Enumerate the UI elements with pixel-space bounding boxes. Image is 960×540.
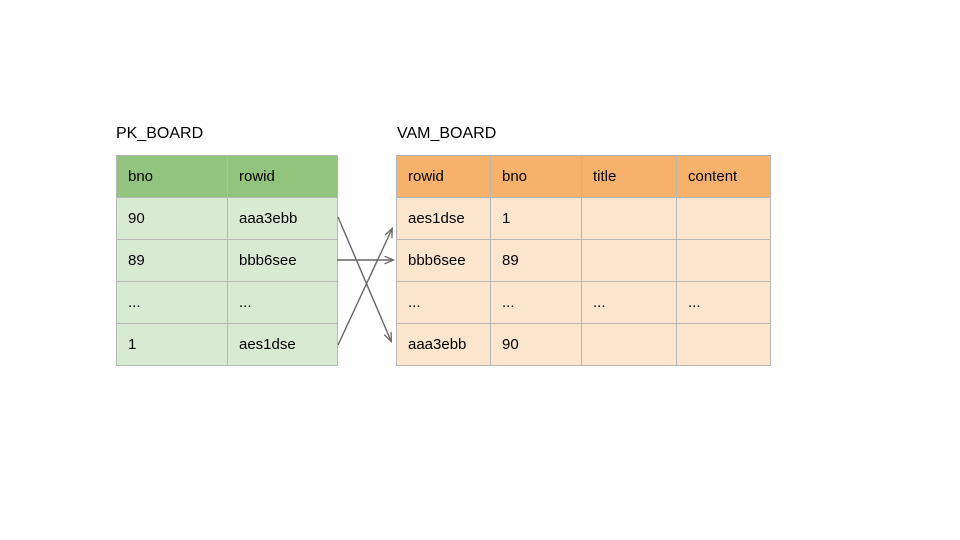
- column-header-title: title: [581, 155, 677, 198]
- vam-board-title: VAM_BOARD: [397, 125, 497, 142]
- column-header-rowid: rowid: [227, 155, 338, 198]
- table-row: 90 aaa3ebb: [116, 197, 338, 240]
- column-header-bno: bno: [116, 155, 228, 198]
- cell-bno: ...: [116, 281, 228, 324]
- cell-bno: 1: [490, 197, 582, 240]
- cell-title: ...: [581, 281, 677, 324]
- cell-bno: ...: [490, 281, 582, 324]
- cell-rowid: aes1dse: [227, 323, 338, 366]
- cell-rowid: ...: [396, 281, 491, 324]
- cell-content: [676, 323, 771, 366]
- cell-title: [581, 323, 677, 366]
- cell-title: [581, 239, 677, 282]
- cell-rowid: aes1dse: [396, 197, 491, 240]
- cell-title: [581, 197, 677, 240]
- table-row: ... ... ... ...: [396, 281, 771, 324]
- cell-bno: 89: [490, 239, 582, 282]
- pk-board-title: PK_BOARD: [116, 125, 204, 142]
- arrow-aes1dse-up: [337, 229, 392, 346]
- table-header-row: rowid bno title content: [396, 155, 771, 198]
- table-row: bbb6see 89: [396, 239, 771, 282]
- cell-bno: 90: [490, 323, 582, 366]
- vam-board-table: rowid bno title content aes1dse 1 bbb6se…: [396, 155, 771, 366]
- table-row: aes1dse 1: [396, 197, 771, 240]
- table-header-row: bno rowid: [116, 155, 338, 198]
- cell-content: ...: [676, 281, 771, 324]
- cell-bno: 1: [116, 323, 228, 366]
- cell-rowid: bbb6see: [396, 239, 491, 282]
- cell-content: [676, 197, 771, 240]
- cell-bno: 89: [116, 239, 228, 282]
- table-row: 89 bbb6see: [116, 239, 338, 282]
- table-row: 1 aes1dse: [116, 323, 338, 366]
- cell-rowid: aaa3ebb: [227, 197, 338, 240]
- table-row: aaa3ebb 90: [396, 323, 771, 366]
- cell-content: [676, 239, 771, 282]
- arrow-aaa3ebb-down: [337, 216, 391, 341]
- cell-bno: 90: [116, 197, 228, 240]
- table-row: ... ...: [116, 281, 338, 324]
- cell-rowid: bbb6see: [227, 239, 338, 282]
- cell-rowid: aaa3ebb: [396, 323, 491, 366]
- column-header-rowid: rowid: [396, 155, 491, 198]
- pk-board-table: bno rowid 90 aaa3ebb 89 bbb6see ... ... …: [116, 155, 338, 366]
- column-header-bno: bno: [490, 155, 582, 198]
- cell-rowid: ...: [227, 281, 338, 324]
- column-header-content: content: [676, 155, 771, 198]
